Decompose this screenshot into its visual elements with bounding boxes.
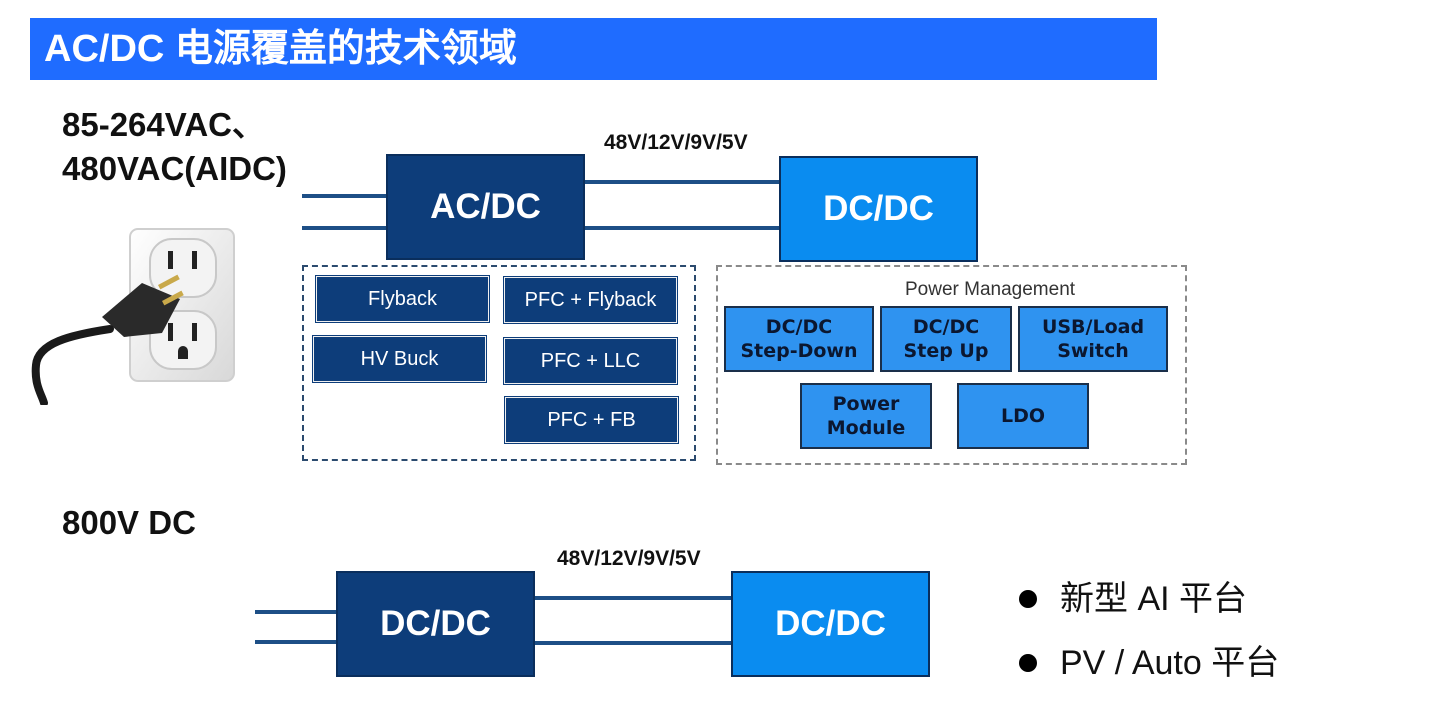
pm-ldo: LDO [957, 383, 1089, 449]
ac-input-label-line2: 480VAC(AIDC) [62, 150, 287, 187]
power-management-title: Power Management [905, 279, 1076, 300]
dc-first-dcdc-block: DC/DC [336, 571, 535, 677]
power-management-group [716, 265, 1187, 465]
ac-input-label-line1: 85-264VAC、 [62, 106, 265, 143]
topology-hv-buck: HV Buck [313, 336, 486, 382]
dc-output-line-top [535, 596, 732, 600]
pm-usb-load-switch: USB/Load Switch [1018, 306, 1168, 372]
bullet-ai-platform: 新型 AI 平台 [1060, 580, 1248, 618]
ac-dcdc-block: DC/DC [779, 156, 978, 262]
bullet-pv-auto-platform: PV / Auto 平台 [1060, 644, 1280, 682]
ac-output-line-bottom [585, 226, 780, 230]
ac-input-line-bottom [302, 226, 388, 230]
topology-flyback: Flyback [316, 276, 489, 322]
acdc-block: AC/DC [386, 154, 585, 260]
bullet-dot-2 [1019, 654, 1037, 672]
page-title: AC/DC 电源覆盖的技术领域 [30, 18, 1157, 80]
ac-input-line-top [302, 194, 388, 198]
topology-group [302, 265, 696, 461]
dc-input-label: 800V DC [62, 504, 196, 541]
pm-power-module: Power Module [800, 383, 932, 449]
topology-pfc-flyback: PFC + Flyback [504, 277, 677, 323]
dc-output-line-bottom [535, 641, 732, 645]
dc-output-voltage-label: 48V/12V/9V/5V [557, 547, 701, 570]
pm-dcdc-step-down: DC/DC Step-Down [724, 306, 874, 372]
dc-input-line-top [255, 610, 338, 614]
dc-input-line-bottom [255, 640, 338, 644]
bullet-dot-1 [1019, 590, 1037, 608]
ac-output-line-top [585, 180, 780, 184]
topology-pfc-llc: PFC + LLC [504, 338, 677, 384]
ac-output-voltage-label: 48V/12V/9V/5V [604, 131, 748, 154]
dc-second-dcdc-block: DC/DC [731, 571, 930, 677]
topology-pfc-fb: PFC + FB [505, 397, 678, 443]
pm-dcdc-step-up: DC/DC Step Up [880, 306, 1012, 372]
wall-outlet-plug-icon [31, 228, 235, 405]
